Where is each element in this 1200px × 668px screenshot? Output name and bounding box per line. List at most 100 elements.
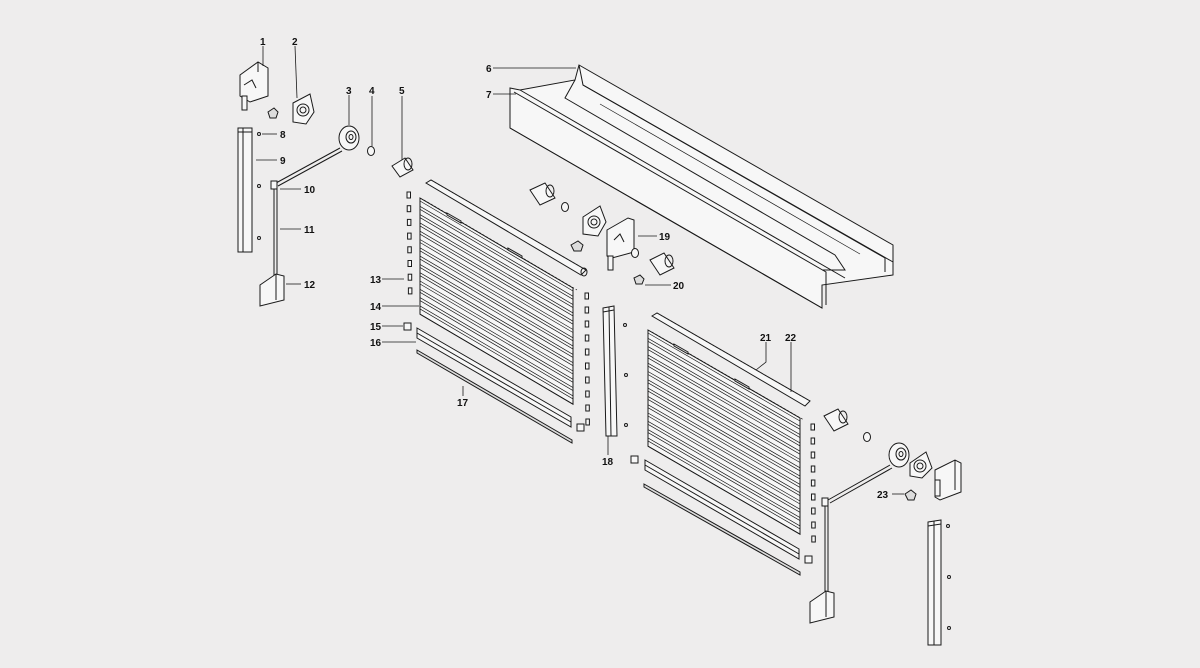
slat-line <box>419 280 574 372</box>
slat-line <box>419 275 574 367</box>
right-slat-panel <box>647 329 805 536</box>
slat-stop <box>585 390 590 398</box>
slat-stop <box>406 191 411 199</box>
slat-line <box>419 222 574 314</box>
slat-line <box>419 264 574 355</box>
slat-stop <box>810 451 816 459</box>
slat-stop <box>584 320 590 328</box>
right-roller-tube <box>651 312 811 407</box>
slat-stop <box>406 218 412 226</box>
slat-stop <box>406 205 412 213</box>
callout-9: 9 <box>280 156 286 167</box>
left-slat-panel <box>419 197 578 406</box>
slat-line <box>647 379 801 469</box>
slat-line <box>647 371 801 460</box>
callout-18: 18 <box>602 457 614 468</box>
slat-line <box>647 354 801 444</box>
callout-5: 5 <box>399 86 405 97</box>
callout-19: 19 <box>659 232 671 243</box>
right-slat-stops <box>810 423 816 543</box>
slat-line <box>647 382 801 472</box>
callout-20: 20 <box>673 281 685 292</box>
tape-clip <box>734 378 750 390</box>
bearing-plate-right <box>909 451 933 479</box>
counterweight-left <box>259 273 285 307</box>
slat-line <box>419 308 574 400</box>
slat-stop <box>810 479 816 487</box>
slat-line <box>419 230 574 322</box>
slat-stop <box>584 306 590 314</box>
center-stops-left <box>584 292 590 426</box>
tape-clip <box>507 247 523 259</box>
slat-line <box>419 217 574 308</box>
slat-stop <box>407 232 412 240</box>
slat-line <box>647 429 801 518</box>
slat-stop <box>407 260 412 267</box>
slat-line <box>419 242 574 333</box>
small-clip-20 <box>633 274 645 285</box>
slat-line <box>647 387 801 477</box>
callout-23: 23 <box>877 490 889 501</box>
slat-line <box>647 365 801 455</box>
right-bottom-bar <box>644 459 813 564</box>
callout-11: 11 <box>304 225 315 236</box>
slat-line <box>419 233 574 325</box>
bushing-center-2 <box>631 248 639 258</box>
slat-line <box>647 357 801 447</box>
bushing-left <box>367 146 375 156</box>
bushing-center <box>561 202 569 212</box>
pull-cord-right <box>821 464 893 593</box>
slat-stop <box>810 423 815 431</box>
slat-line <box>419 288 574 380</box>
pulley-right <box>888 442 910 468</box>
coupling-center-2 <box>649 252 675 276</box>
slat-line <box>419 214 574 305</box>
slat-stop <box>584 348 590 356</box>
small-clip-left <box>267 107 279 119</box>
slat-stop <box>407 287 413 295</box>
callout-15: 15 <box>370 322 382 333</box>
small-clip-right <box>904 489 917 501</box>
slat-line <box>419 291 574 383</box>
slat-line <box>419 305 574 397</box>
callout-21: 21 <box>760 333 772 344</box>
callout-7: 7 <box>486 90 492 101</box>
callout-10: 10 <box>304 185 316 196</box>
leader-lines <box>256 45 904 495</box>
bearing-plate-center <box>582 205 607 237</box>
right-panel-clips <box>673 343 750 390</box>
small-clip-center <box>570 240 584 252</box>
slat-line <box>647 337 801 427</box>
slat-line <box>419 200 574 292</box>
slat-line <box>647 415 801 505</box>
slat-line <box>647 362 801 452</box>
slat-stop <box>584 292 589 300</box>
slat-line <box>647 420 801 510</box>
center-post <box>602 305 628 437</box>
callout-8: 8 <box>280 130 286 141</box>
coupling-center <box>529 182 556 206</box>
slat-line <box>419 313 574 405</box>
slat-line <box>419 267 574 358</box>
head-box-channel <box>509 64 894 309</box>
callout-4: 4 <box>369 86 375 97</box>
callout-13: 13 <box>370 275 382 286</box>
callout-12: 12 <box>304 280 316 291</box>
pulley-left <box>338 125 360 151</box>
slat-line <box>419 205 574 297</box>
slat-line <box>647 404 801 494</box>
slat-line <box>647 396 801 485</box>
callout-6: 6 <box>486 64 492 75</box>
slat-line <box>419 247 574 339</box>
right-bottom-seal <box>643 483 801 576</box>
slat-line <box>419 297 574 388</box>
slat-line <box>647 349 801 438</box>
slat-line <box>419 283 574 375</box>
slat-stop <box>584 334 590 342</box>
slat-line <box>419 250 574 342</box>
callout-1: 1 <box>260 37 266 48</box>
coupling-left <box>391 157 414 178</box>
slat-stop <box>585 418 590 426</box>
slat-stop <box>811 507 816 515</box>
